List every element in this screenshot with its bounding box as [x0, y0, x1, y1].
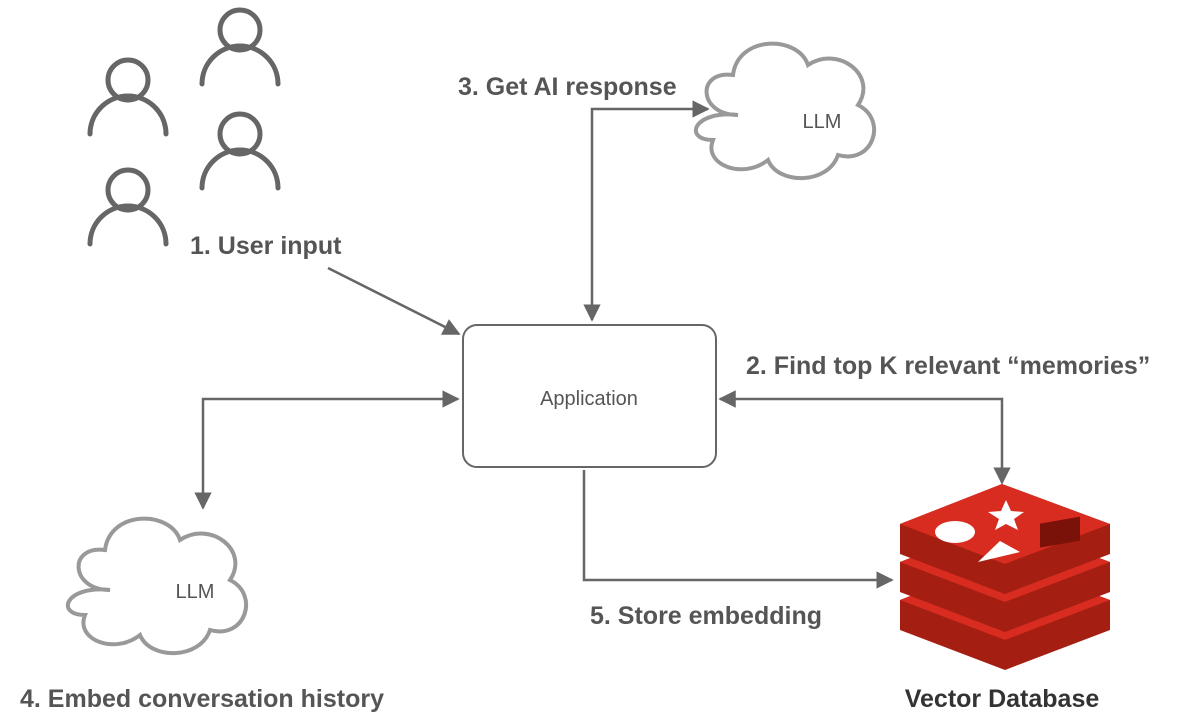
application-box: [462, 324, 717, 468]
users-group: [90, 10, 278, 244]
step-user-input: 1. User input: [190, 232, 342, 260]
step-find-memories: 2. Find top K relevant “memories”: [746, 352, 1150, 380]
store-embedding-arrow: [582, 470, 894, 589]
cloud-icon: [65, 516, 249, 656]
application-node: Application: [462, 324, 717, 468]
llm-cloud-top: LLM: [693, 41, 877, 181]
step-embed-history: 4. Embed conversation history: [20, 685, 384, 713]
llm-bottom-label: LLM: [176, 581, 215, 603]
step-get-ai-response: 3. Get AI response: [458, 73, 677, 101]
vector-db-label: Vector Database: [905, 685, 1100, 713]
redis-logo: [900, 484, 1110, 670]
person-icon: [202, 114, 278, 188]
user-input-arrow: [327, 266, 461, 336]
cloud-icon: [693, 41, 877, 181]
person-icon: [90, 60, 166, 134]
get-ai-response-arrow: [583, 100, 710, 322]
person-icon: [202, 10, 278, 84]
llm-top-label: LLM: [803, 111, 842, 133]
embed-history-arrow: [194, 390, 460, 510]
find-memories-arrow: [718, 390, 1011, 485]
llm-cloud-bottom: LLM: [65, 516, 249, 656]
person-icon: [90, 170, 166, 244]
application-label: Application: [540, 388, 638, 410]
step-store-embedding: 5. Store embedding: [590, 602, 822, 630]
